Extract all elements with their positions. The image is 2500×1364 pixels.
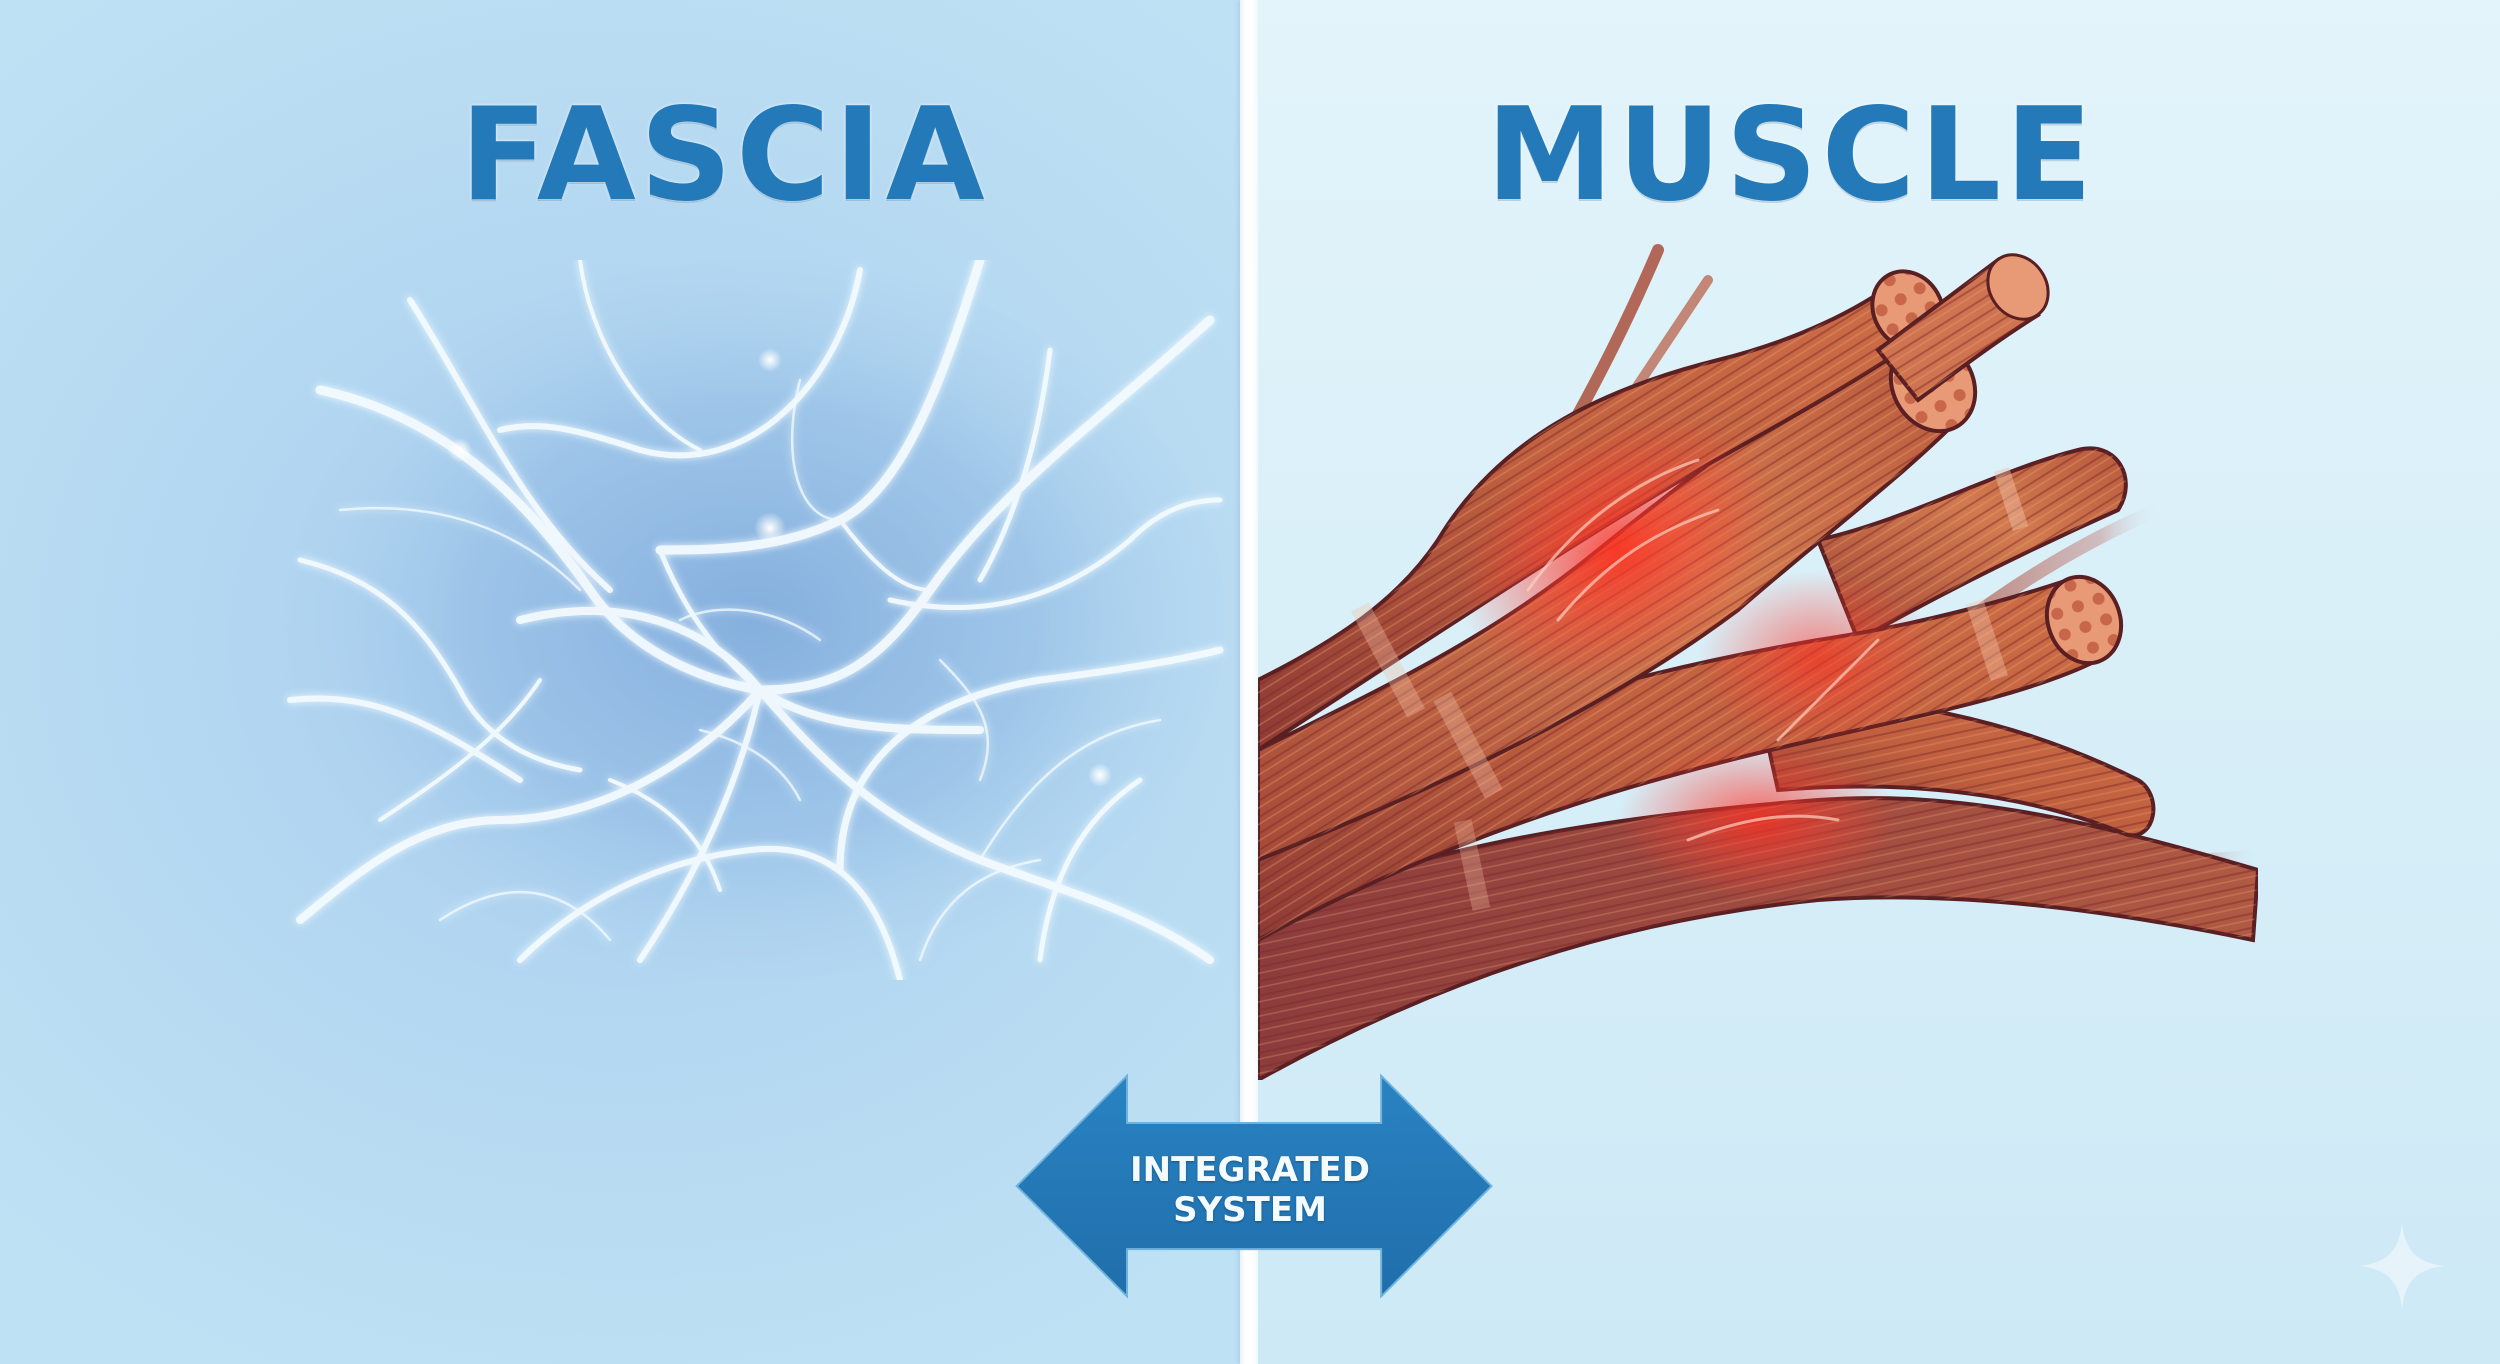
sparkle-icon [2359,1223,2445,1309]
muscle-title: MUSCLE [1486,81,2097,230]
double-arrow-icon [1015,1073,1493,1299]
fascia-title: FASCIA [460,81,989,230]
panel-divider [1240,0,1258,1364]
integrated-system-arrow: INTEGRATED SYSTEM [1000,1072,1500,1300]
fascia-network-illustration [285,260,1225,980]
label-line-1: INTEGRATED [1130,1150,1370,1190]
muscle-panel: MUSCLE [1258,0,2500,1364]
muscle-fiber-illustration [1258,244,2258,1080]
fascia-panel: FASCIA [0,0,1240,1364]
integrated-system-label: INTEGRATED SYSTEM [1000,1150,1500,1230]
label-line-2: SYSTEM [1173,1190,1327,1230]
